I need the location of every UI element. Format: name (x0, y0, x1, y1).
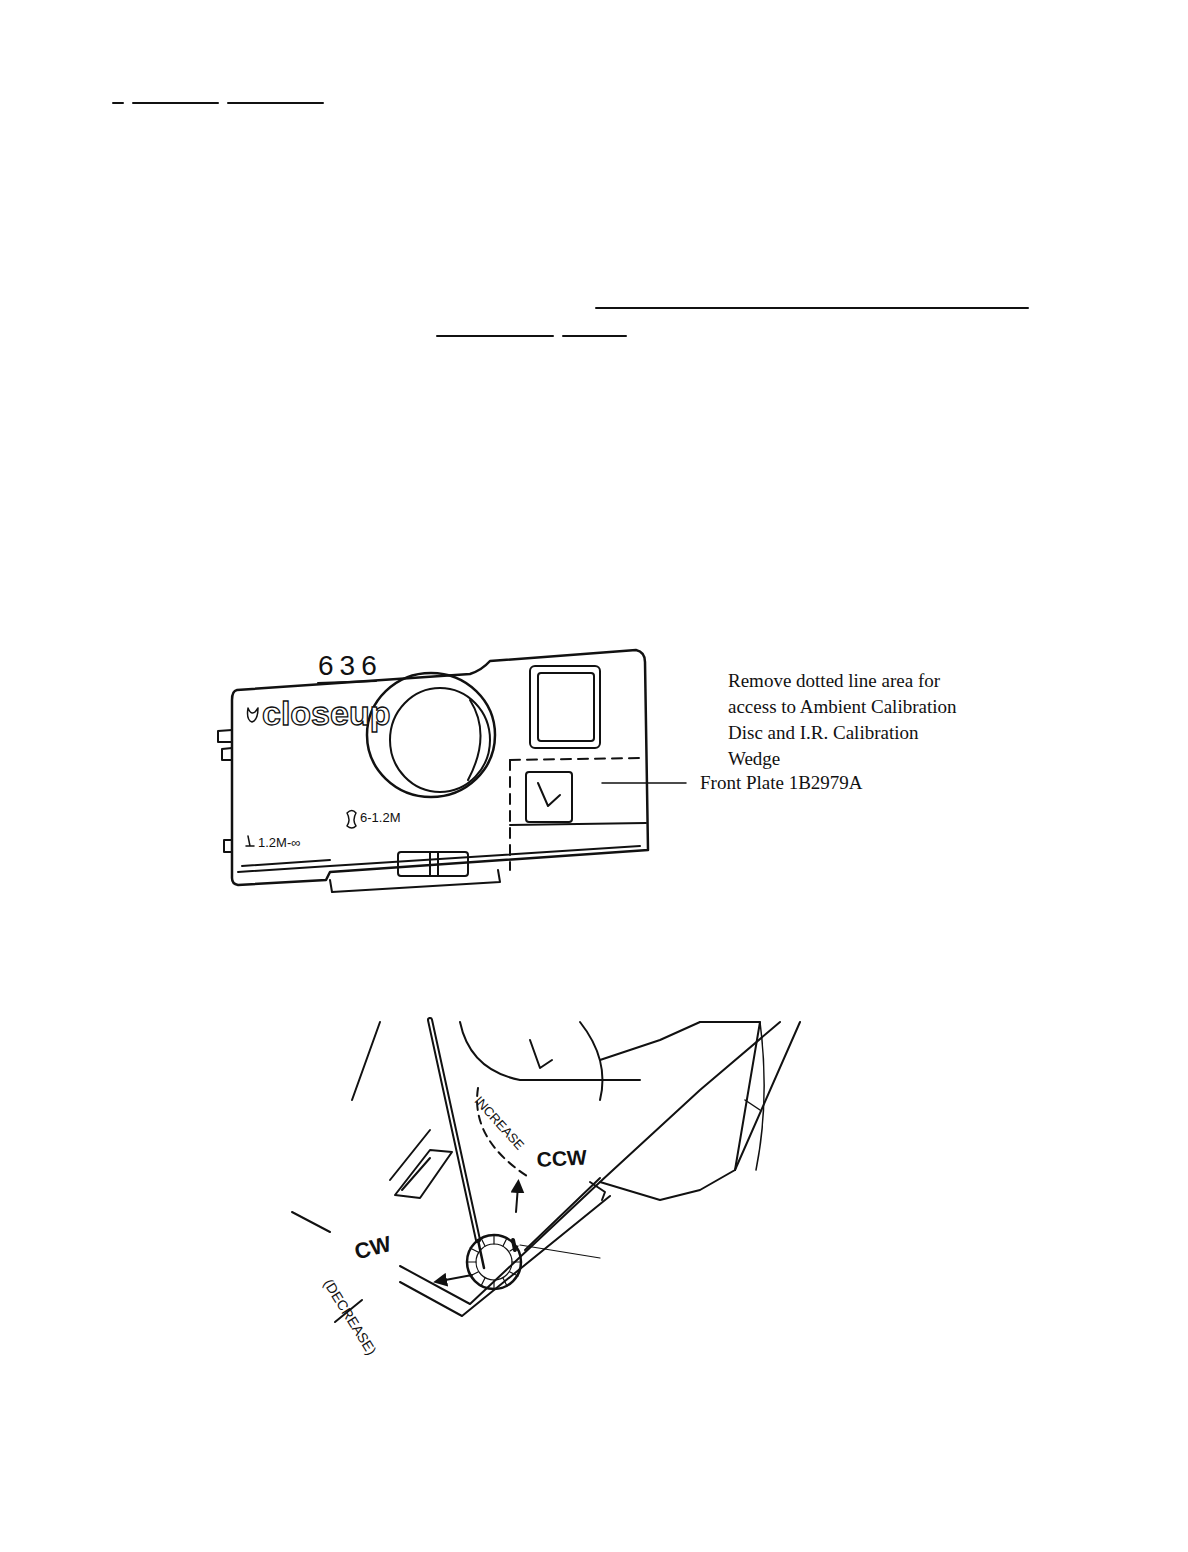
direction-label: INCREASE (471, 1094, 527, 1153)
part-label: Front Plate 1B2979A (700, 772, 863, 794)
distance-scale: 1.2M-∞ (258, 836, 301, 851)
model-number: 636 (318, 650, 383, 682)
distance-scale: 6-1.2M (360, 811, 400, 826)
direction-label: CCW (536, 1145, 587, 1172)
brand-mark: closeup (262, 694, 390, 733)
front-plate-drawing (218, 650, 686, 892)
calibration-disc-drawing (292, 1020, 800, 1322)
text-underlines (113, 103, 1028, 336)
direction-label: CW (352, 1231, 394, 1264)
direction-label: (DECREASE) (320, 1276, 379, 1358)
instruction-note: Remove dotted line area for access to Am… (728, 668, 968, 772)
